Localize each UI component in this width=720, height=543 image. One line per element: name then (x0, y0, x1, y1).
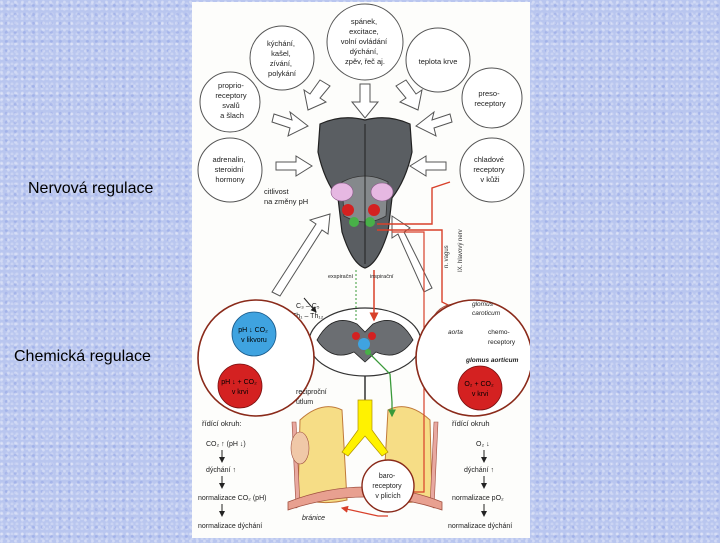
segment-labels: C₃ – C₅ Th₁ – Th₁₂ (292, 303, 324, 320)
baro-line: receptory (372, 483, 402, 490)
baro-line: v plicích (375, 493, 400, 500)
baroreceptory-bubble: baro- receptory v plicích (361, 459, 415, 513)
right-loop-step: dýchání ↑ (464, 467, 494, 474)
chlad-line: receptory (473, 165, 505, 174)
svg-text:adrenalin, steroidní: adrenalin, steroidní hormony (212, 155, 247, 184)
citlivost-line: na změny pH (264, 197, 308, 206)
svg-text:pH ↓ CO₂ v likvoru: pH ↓ CO₂ v likvoru (238, 327, 270, 344)
left-blue-line: pH ↓ CO₂ (238, 327, 268, 334)
respiratory-regulation-figure: spánek, excitace, volní ovládání dýchání… (192, 2, 533, 538)
teplota-bubble: teplota krve (405, 27, 471, 93)
inspiracni-label: inspirační (370, 274, 394, 280)
svg-text:preso- receptory: preso- receptory (474, 89, 506, 108)
adrenalin-bubble: adrenalin, steroidní hormony (197, 137, 263, 203)
nervova-regulace-label: Nervová regulace (28, 180, 154, 197)
chemicka-regulace-label: Chemická regulace (14, 348, 151, 365)
branice-label: bránice (302, 515, 325, 522)
svg-text:pH ↓ + CO₂ v krvi: pH ↓ + CO₂ v krvi (221, 379, 259, 396)
left-loop-step: normalizace dýchání (198, 523, 262, 530)
right-chemo-circle: O₂ + CO₂ v krvi (415, 299, 533, 417)
svg-text:kýchání, kašel, zí: kýchání, kašel, zívání, polykání (267, 39, 297, 78)
right-control-loop: řídící okruh O₂ ↓ dýchání ↑ normalizace … (448, 419, 512, 530)
segment-line: C₃ – C₅ (296, 303, 320, 310)
vagus-label: n. vagus (444, 245, 450, 268)
proprio-bubble: proprio- receptory svalů a šlach (199, 71, 261, 133)
glosso-label: IX. hlavový nerv (458, 229, 464, 272)
reciprocni-line: útlum (296, 399, 313, 406)
right-loop-title: řídící okruh (452, 419, 490, 428)
top-left-line: zívání, (270, 59, 292, 68)
top-left-line: polykání (268, 69, 297, 78)
chemoreceptory-line: receptory (488, 339, 516, 346)
left-loop-step: normalizace CO₂ (pH) (198, 495, 266, 502)
figure-svg: spánek, excitace, volní ovládání dýchání… (197, 3, 533, 530)
top-center-bubble: spánek, excitace, volní ovládání dýchání… (326, 3, 404, 81)
proprio-line: a šlach (220, 111, 244, 120)
left-loop-step: CO₂ ↑ (pH ↓) (206, 441, 246, 448)
chemoreceptory-label: chemo- receptory (488, 329, 516, 346)
reciprocni-line: reciproční (296, 389, 327, 396)
left-loop-title: řídící okruh: (202, 419, 242, 428)
left-red-line: pH ↓ + CO₂ (221, 379, 257, 386)
brainstem (317, 117, 413, 269)
proprio-line: receptory (215, 91, 247, 100)
svg-text:O₂ + CO₂ v krvi: O₂ + CO₂ v krvi (464, 381, 495, 398)
input-arrows (271, 79, 453, 297)
left-control-loop: řídící okruh: CO₂ ↑ (pH ↓) dýchání ↑ nor… (198, 419, 266, 530)
top-center-line: dýchání, (350, 47, 378, 56)
chemoreceptory-line: chemo- (488, 329, 510, 336)
segment-line: Th₁ – Th₁₂ (292, 313, 324, 320)
citlivost-line: citlivost (264, 187, 290, 196)
svg-text:spánek, excitace,: spánek, excitace, volní ovládání dýchání… (341, 17, 389, 66)
svg-text:proprio- receptory: proprio- receptory svalů a šlach (215, 81, 248, 120)
left-red-line: v krvi (232, 389, 249, 396)
svg-text:chladové receptory: chladové receptory v kůži (473, 155, 506, 184)
chlad-line: chladové (474, 155, 504, 164)
proprio-line: svalů (222, 101, 240, 110)
top-center-line: spánek, (351, 17, 377, 26)
right-loop-step: normalizace pO₂ (452, 495, 504, 502)
exspiracni-label: exspirační (328, 274, 354, 280)
left-loop-step: dýchání ↑ (206, 467, 236, 474)
adrenalin-line: adrenalin, (212, 155, 245, 164)
reciprocni-label: reciproční útlum (296, 389, 329, 406)
top-center-line: zpěv, řeč aj. (345, 57, 385, 66)
top-left-line: kýchání, (267, 39, 295, 48)
baro-line: baro- (379, 473, 396, 480)
left-chemo-circle: pH ↓ CO₂ v likvoru pH ↓ + CO₂ v krvi (197, 299, 315, 417)
top-left-line: kašel, (271, 49, 291, 58)
preso-bubble: preso- receptory (461, 67, 523, 129)
citlivost-label: citlivost na změny pH (264, 187, 308, 206)
adrenalin-line: steroidní (215, 165, 245, 174)
right-loop-step: O₂ ↓ (476, 441, 490, 448)
teplota-text: teplota krve (419, 57, 458, 66)
top-center-line: excitace, (349, 27, 379, 36)
proprio-line: proprio- (218, 81, 244, 90)
preso-line: receptory (474, 99, 506, 108)
chlad-line: v kůži (480, 175, 500, 184)
glomus-caroticum-line: caroticum (472, 310, 501, 317)
right-loop-step: normalizace dýchání (448, 523, 512, 530)
adrenalin-line: hormony (215, 175, 244, 184)
aorta-label: aorta (448, 329, 463, 336)
chlad-bubble: chladové receptory v kůži (459, 137, 525, 203)
svg-text:baro- receptory v: baro- receptory v plicích (372, 473, 403, 500)
left-blue-line: v likvoru (241, 337, 267, 344)
glomus-caroticum-label: glomus caroticum (472, 301, 501, 317)
glomus-aorticum-label: glomus aorticum (465, 357, 519, 364)
preso-line: preso- (478, 89, 500, 98)
right-red-line: v krvi (472, 391, 489, 398)
right-red-line: O₂ + CO₂ (464, 381, 494, 388)
spinal-cord (308, 307, 422, 404)
glomus-caroticum-line: glomus (472, 301, 494, 308)
top-left-bubble: kýchání, kašel, zívání, polykání (249, 25, 315, 91)
top-center-line: volní ovládání (341, 37, 388, 46)
